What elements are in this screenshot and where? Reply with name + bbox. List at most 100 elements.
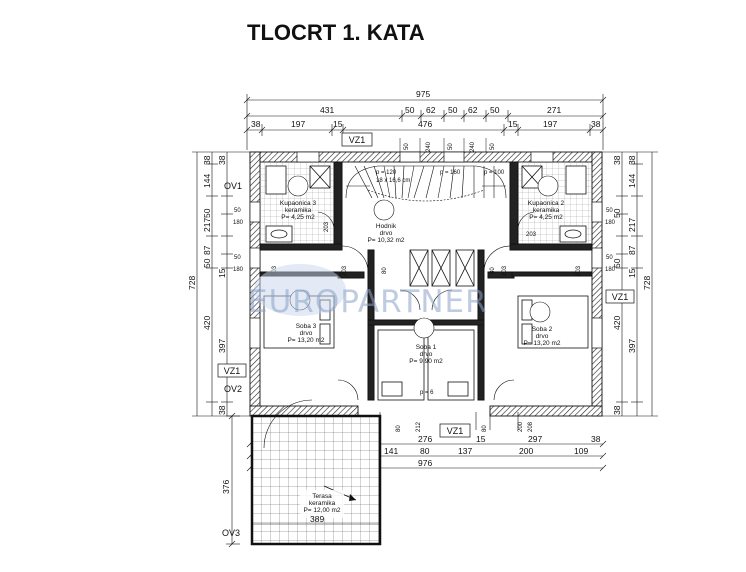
ov2-tag: OV2 xyxy=(224,384,242,394)
dim-left-420: 420 xyxy=(202,316,212,330)
dim-top-inner-50b: 50 xyxy=(448,143,454,150)
dim-right-small-38b: 38 xyxy=(202,155,212,165)
dim-top-50b: 50 xyxy=(448,105,458,115)
vz1-top-tag: VZ1 xyxy=(349,135,366,145)
svg-text:keramika: keramika xyxy=(285,207,312,214)
svg-text:Terasa: Terasa xyxy=(312,493,332,500)
ov1-tag: OV1 xyxy=(224,181,242,191)
dim-right-87: 87 xyxy=(627,245,637,255)
svg-text:Soba 2: Soba 2 xyxy=(532,326,553,333)
dim-right-win-180b: 180 xyxy=(605,267,616,273)
dim-top-62b: 62 xyxy=(468,105,478,115)
svg-text:P= 13,20 m2: P= 13,20 m2 xyxy=(523,340,560,347)
dim-right-38: 38 xyxy=(612,405,622,415)
dim-bottom-297b: 297 xyxy=(528,434,542,444)
svg-text:Kupaonica 3: Kupaonica 3 xyxy=(280,200,317,207)
dim-right-small-38b: 38 xyxy=(627,155,637,165)
dim-left-397: 397 xyxy=(217,339,227,353)
dim-right-217: 217 xyxy=(627,218,637,232)
ov3-tag: OV3 xyxy=(222,528,240,538)
dim-bottom-38: 38 xyxy=(591,434,601,444)
svg-text:P= 9,90 m2: P= 9,90 m2 xyxy=(409,358,443,365)
dim-top-38b: 38 xyxy=(591,119,601,129)
terrace xyxy=(250,399,382,546)
dim-left-win-180b: 180 xyxy=(233,267,244,273)
vz1-left-tag: VZ1 xyxy=(224,366,241,376)
dim-left-small-50a: 50 xyxy=(202,208,212,218)
svg-text:P= 4,25 m2: P= 4,25 m2 xyxy=(281,214,315,221)
svg-text:keramika: keramika xyxy=(533,207,560,214)
dim-right-small-15: 15 xyxy=(627,268,637,278)
dim-inner-80a: 80 xyxy=(382,267,388,274)
svg-text:drvo: drvo xyxy=(300,330,313,337)
room-soba-3: Soba 3 drvo P= 13,20 m2 xyxy=(287,323,324,344)
svg-text:drvo: drvo xyxy=(380,230,393,237)
svg-text:P= 12,00 m2: P= 12,00 m2 xyxy=(303,507,340,514)
dim-right-small-50b: 50 xyxy=(612,258,622,268)
dim-right-small-38: 38 xyxy=(612,155,622,165)
svg-text:P= 4,25 m2: P= 4,25 m2 xyxy=(529,214,563,221)
dim-left-38: 38 xyxy=(217,405,227,415)
dim-bottom-212: 212 xyxy=(416,421,422,432)
stair-p160: p = 160 xyxy=(440,170,461,176)
page-title: TLOCRT 1. KATA xyxy=(247,20,425,45)
stair-p6: p = 6 xyxy=(420,390,434,396)
dim-top-38a: 38 xyxy=(251,119,261,129)
windows xyxy=(249,151,603,349)
dim-left-win-50b: 50 xyxy=(234,255,241,261)
dim-top-inner-240a: 240 xyxy=(426,141,432,152)
room-kupaonica-3: Kupaonica 3 keramika P= 4,25 m2 xyxy=(280,200,317,221)
svg-text:P= 10,32 m2: P= 10,32 m2 xyxy=(367,237,404,244)
dim-top-197b: 197 xyxy=(543,119,557,129)
dim-top-476: 476 xyxy=(418,119,432,129)
shafts xyxy=(409,249,475,287)
left-dimensions xyxy=(192,151,250,417)
stair-p120: p = 120 xyxy=(376,170,397,176)
dim-top-50a: 50 xyxy=(405,105,415,115)
bath3-fixtures xyxy=(265,165,331,243)
watermark: EUROPARTNER xyxy=(248,264,488,320)
right-dimensions xyxy=(600,151,658,417)
dim-left-728: 728 xyxy=(187,276,197,290)
room-kupaonica-2: Kupaonica 2 keramika P= 4,25 m2 xyxy=(528,200,565,221)
bath2-fixtures xyxy=(521,165,587,243)
outer-walls xyxy=(249,151,603,417)
vz1-bottom-tag: VZ1 xyxy=(447,426,464,436)
vz1-right-tag: VZ1 xyxy=(612,292,629,302)
dim-right-win-50a: 50 xyxy=(606,208,613,214)
dim-bottom-208: 208 xyxy=(528,421,534,432)
svg-text:Kupaonica 2: Kupaonica 2 xyxy=(528,200,565,207)
room-terasa: Terasa keramika P= 12,00 m2 xyxy=(300,490,344,518)
dim-bottom-276: 276 xyxy=(418,434,432,444)
dim-top-15b: 15 xyxy=(508,119,518,129)
dim-right-win-50b: 50 xyxy=(606,255,613,261)
dim-left-87: 87 xyxy=(202,245,212,255)
dim-bottom-141: 141 xyxy=(384,446,398,456)
dim-inner-203f: 203 xyxy=(526,232,537,238)
dim-right-144: 144 xyxy=(627,174,637,188)
watermark-text: EUROPARTNER xyxy=(248,284,488,320)
room-hodnik: Hodnik drvo P= 10,32 m2 xyxy=(367,223,404,244)
dim-left-217: 217 xyxy=(202,218,212,232)
dim-right-win-180a: 180 xyxy=(605,220,616,226)
staircase xyxy=(345,165,507,202)
dim-inner-203d: 203 xyxy=(576,265,582,276)
svg-text:drvo: drvo xyxy=(420,351,433,358)
dim-left-small-50b: 50 xyxy=(202,258,212,268)
dim-left-win-50a: 50 xyxy=(234,208,241,214)
dim-right-728: 728 xyxy=(642,276,652,290)
terrace-dimensions xyxy=(226,412,380,548)
stair-p100: p = 100 xyxy=(484,170,505,176)
svg-text:drvo: drvo xyxy=(536,333,549,340)
dim-top-431: 431 xyxy=(320,105,334,115)
dim-left-small-15: 15 xyxy=(217,268,227,278)
dim-top-271: 271 xyxy=(547,105,561,115)
dim-top-197a: 197 xyxy=(291,119,305,129)
dim-inner-203b: 203 xyxy=(342,265,348,276)
dim-inner-203a: 203 xyxy=(324,221,330,232)
dim-bottom-200a: 200 xyxy=(518,421,524,432)
dim-left-win-180a: 180 xyxy=(233,220,244,226)
room-soba-2: Soba 2 drvo P= 13,20 m2 xyxy=(523,326,560,347)
dim-left-144: 144 xyxy=(202,174,212,188)
